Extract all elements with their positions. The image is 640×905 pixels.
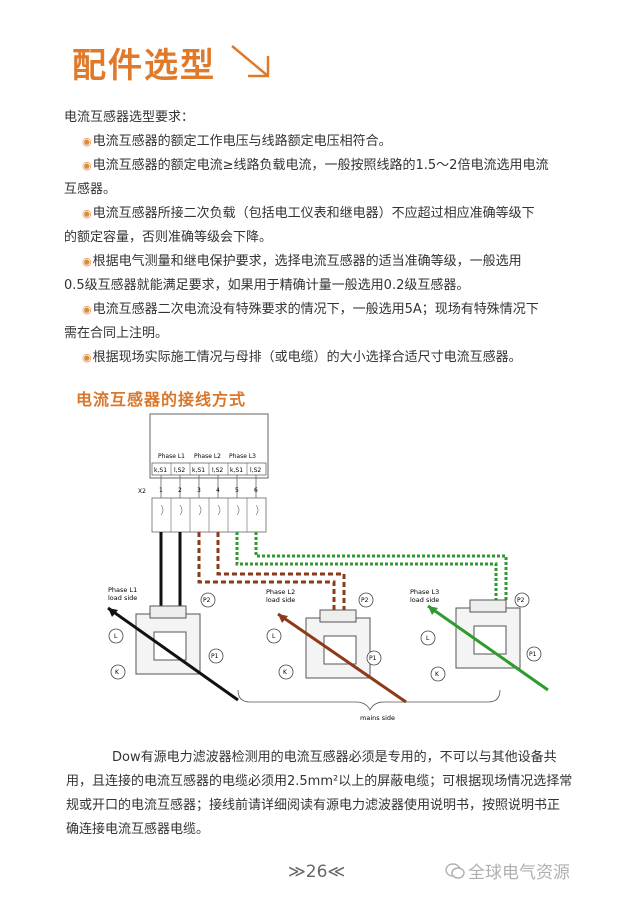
wire-l3: [235, 532, 508, 600]
footer-line: 确连接电流互感器电缆。: [66, 822, 210, 837]
bullet-4: ◉根据电气测量和继电保护要求，选择电流互感器的适当准确等级，一般选用: [82, 250, 522, 274]
terminal-label: l,S2: [250, 467, 261, 474]
terminal-strip-dividers: [160, 498, 259, 532]
marker-label: P2: [517, 597, 525, 604]
marker-label: P1: [529, 651, 537, 658]
bullet-text: 电流互感器的额定工作电压与线路额定电压相符合。: [92, 134, 392, 149]
marker-circles-l1: [108, 592, 224, 680]
bullet-icon: ◉: [82, 303, 92, 316]
terminal-number: 2: [178, 487, 182, 494]
terminal-label: l,S2: [174, 467, 185, 474]
bullet-3: ◉电流互感器所接二次负载（包括电工仪表和继电器）不应超过相应准确等级下: [82, 202, 535, 226]
terminal-number: 3: [197, 487, 201, 494]
bullet-text: 电流互感器的额定电流≥线路负载电流，一般按照线路的1.5～2倍电流选用电流: [92, 158, 549, 173]
wiring-diagram: Phase L1 Phase L2 Phase L3 k,S1 l,S2 k,S…: [107, 413, 549, 722]
marker-label: P2: [361, 597, 369, 604]
terminal-number: 6: [254, 487, 258, 494]
controller-wires: [160, 475, 257, 498]
footer-paragraph: Dow有源电力滤波器检测用的电流互感器必须是专用的，不可以与其他设备共 用，且连…: [66, 746, 584, 842]
phase-label: Phase L2: [194, 453, 221, 460]
page-number: ≫26≪: [288, 862, 346, 882]
watermark-text: 全球电气资源: [468, 863, 570, 883]
terminal-label: k,S1: [154, 467, 167, 474]
bullet-icon: ◉: [82, 159, 92, 172]
load-side-label: load side: [266, 596, 295, 604]
terminal-number: 1: [159, 487, 163, 494]
bullet-icon: ◉: [82, 207, 92, 220]
bullet-text: 根据电气测量和继电保护要求，选择电流互感器的适当准确等级，一般选用: [92, 254, 522, 269]
footer-line: 规或开口的电流互感器；接线前请详细阅读有源电力滤波器使用说明书，按照说明书正: [66, 798, 561, 813]
intro-heading: 电流互感器选型要求：: [64, 110, 195, 125]
wire-l2: [197, 532, 346, 610]
bullet-4-continued: 0.5级互感器就能满足要求，如果用于精确计量一般选用0.2级互感器。: [64, 278, 470, 293]
marker-circles-l3: [420, 592, 542, 682]
load-side-label: Phase L3: [410, 588, 439, 596]
bullet-3-continued: 的额定容量，否则准确等级会下降。: [64, 230, 273, 245]
current-transformer-l1: [107, 605, 239, 702]
marker-label: L: [114, 633, 118, 640]
bullet-2-continued: 互感器。: [64, 182, 117, 197]
bullet-text: 电流互感器所接二次负载（包括电工仪表和继电器）不应超过相应准确等级下: [92, 206, 535, 221]
bullet-5-continued: 需在合同上注明。: [64, 326, 169, 341]
wechat-icon: [445, 863, 465, 879]
load-side-label: load side: [108, 594, 137, 602]
terminal-label: k,S1: [230, 467, 243, 474]
footer-line: 用，且连接的电流互感器的电缆必须用2.5mm²以上的屏蔽电缆；可根据现场情况选择…: [66, 774, 573, 789]
diagonal-arrow-icon: [231, 45, 270, 78]
bullet-2: ◉电流互感器的额定电流≥线路负载电流，一般按照线路的1.5～2倍电流选用电流: [82, 154, 548, 178]
current-transformer-l3: [427, 599, 549, 692]
page-title: 配件选型: [72, 46, 216, 86]
phase-label: Phase L3: [229, 453, 256, 460]
bullet-icon: ◉: [82, 255, 92, 268]
terminal-label-row: [151, 462, 267, 476]
terminal-label: l,S2: [212, 467, 223, 474]
bullet-1: ◉电流互感器的额定工作电压与线路额定电压相符合。: [82, 130, 392, 154]
marker-label: P1: [211, 653, 219, 660]
bullet-5: ◉电流互感器二次电流没有特殊要求的情况下，一般选用5A；现场有特殊情况下: [82, 298, 539, 322]
wire-l1: [159, 532, 182, 610]
marker-label: K: [435, 671, 440, 678]
marker-label: K: [115, 669, 120, 676]
terminal-number: 4: [216, 487, 220, 494]
bullet-icon: ◉: [82, 135, 92, 148]
marker-label: K: [283, 669, 288, 676]
bullet-text: 电流互感器二次电流没有特殊要求的情况下，一般选用5A；现场有特殊情况下: [92, 302, 539, 317]
current-transformer-l2: [277, 609, 407, 704]
footer-line: Dow有源电力滤波器检测用的电流互感器必须是专用的，不可以与其他设备共: [112, 750, 557, 765]
load-side-label: Phase L1: [108, 586, 137, 594]
strip-label: X2: [138, 488, 146, 495]
mains-side-brace: [237, 689, 501, 711]
load-side-label: Phase L2: [266, 588, 295, 596]
phase-label: Phase L1: [158, 453, 185, 460]
terminal-label: k,S1: [192, 467, 205, 474]
bullet-text: 根据现场实际施工情况与母排（或电缆）的大小选择合适尺寸电流互感器。: [92, 350, 522, 365]
mains-side-label: mains side: [360, 714, 395, 722]
wiring-section-title: 电流互感器的接线方式: [76, 390, 247, 409]
marker-label: L: [272, 633, 276, 640]
marker-label: L: [426, 635, 430, 642]
marker-circles-l2: [266, 592, 382, 680]
terminal-number: 5: [235, 487, 239, 494]
load-side-label: load side: [410, 596, 439, 604]
bullet-6: ◉根据现场实际施工情况与母排（或电缆）的大小选择合适尺寸电流互感器。: [82, 346, 522, 370]
bullet-icon: ◉: [82, 351, 92, 364]
marker-label: P2: [203, 597, 211, 604]
marker-label: P1: [369, 655, 377, 662]
